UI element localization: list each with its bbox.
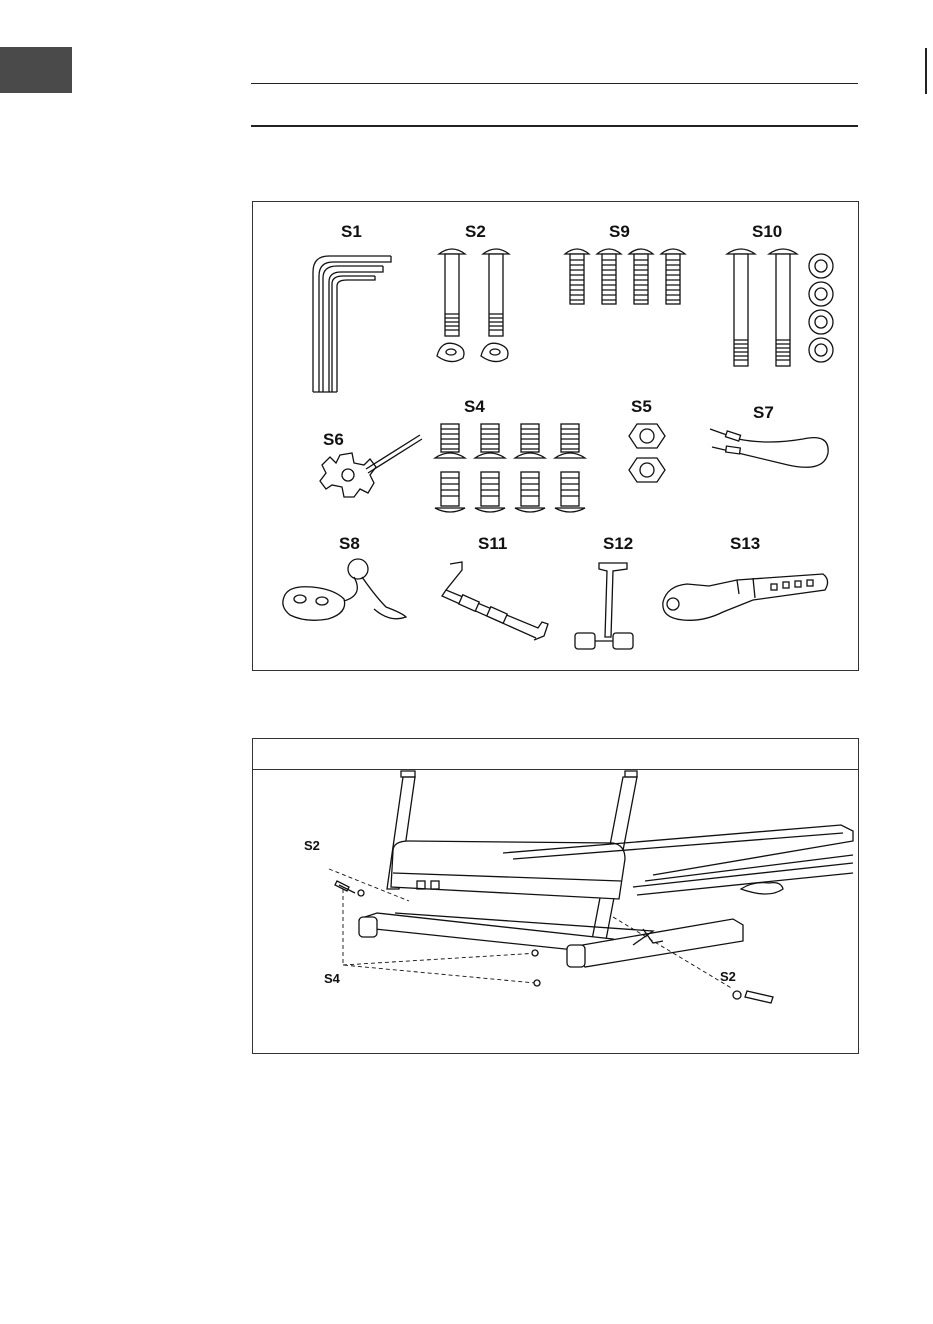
part-label-s10: S10: [752, 222, 782, 242]
part-label-s8: S8: [339, 534, 360, 554]
hardware-parts-panel: S1 S2 S9 S10 S6 S4 S5 S7 S8 S11 S12 S13: [252, 201, 859, 671]
part-label-s2: S2: [465, 222, 486, 242]
part-label-s7: S7: [753, 403, 774, 423]
header-rule-bottom: [251, 125, 858, 127]
part-label-s13: S13: [730, 534, 760, 554]
part-label-s9: S9: [609, 222, 630, 242]
nut-s5-illustration: [625, 422, 675, 492]
console-arm-s13-illustration: [653, 562, 833, 637]
cable-s7-illustration: [708, 427, 838, 487]
bolt-s9-illustration: [563, 244, 693, 314]
allen-keys-illustration: [303, 250, 398, 400]
assembly-step-panel: S2 S4 S2: [252, 738, 859, 1054]
stand-s12-illustration: [573, 557, 643, 652]
part-label-s4: S4: [464, 397, 485, 417]
header-rule-top: [251, 83, 858, 84]
step-header: [253, 739, 858, 770]
bolt-s4-illustration: [433, 422, 603, 517]
bolt-s10-illustration: [723, 244, 843, 374]
bolt-s2-illustration: [433, 244, 523, 374]
handle-bar-s11-illustration: [438, 560, 558, 650]
treadmill-assembly-illustration: [253, 769, 858, 1053]
part-label-s12: S12: [603, 534, 633, 554]
part-label-s1: S1: [341, 222, 362, 242]
spanner-tool-illustration: [308, 427, 428, 517]
safety-key-illustration: [278, 557, 418, 632]
part-label-s11: S11: [478, 534, 507, 554]
language-tab: [0, 47, 72, 93]
part-label-s5: S5: [631, 397, 652, 417]
page-edge-marker: [925, 48, 927, 94]
